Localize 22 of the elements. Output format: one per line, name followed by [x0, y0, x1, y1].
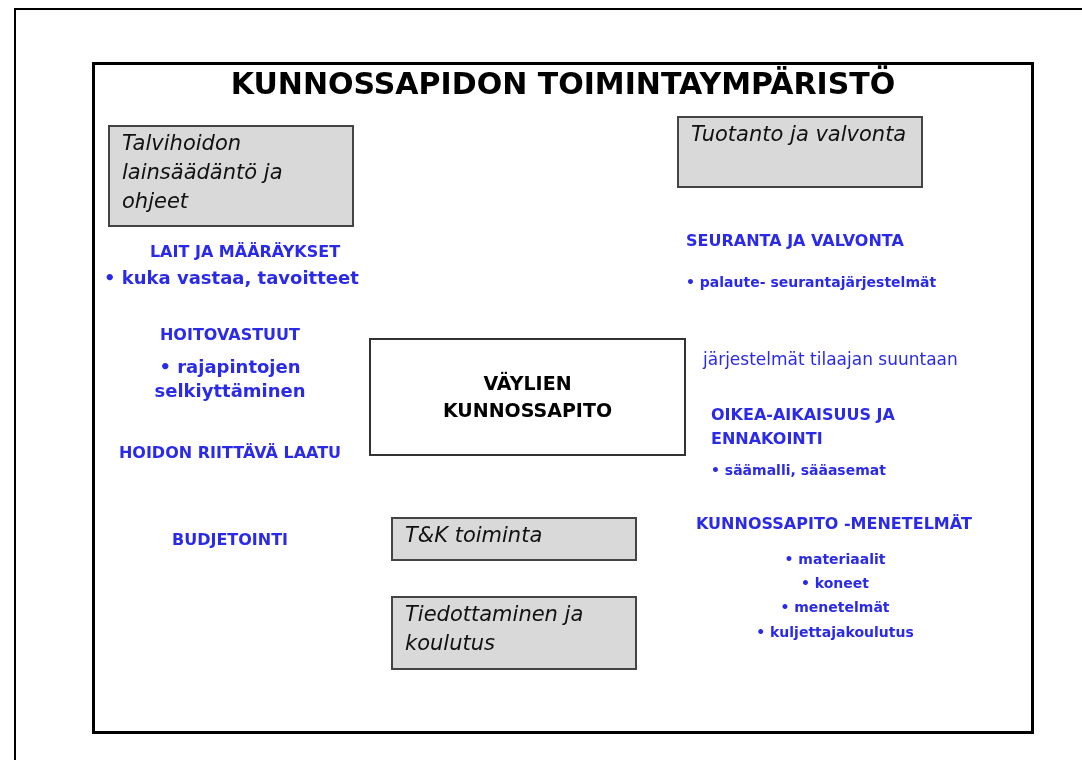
central-box: VÄYLIEN KUNNOSSAPITO: [369, 338, 686, 456]
topic-text: • säämalli, sääasemat: [711, 461, 887, 480]
topic-text: • menetelmät: [779, 598, 891, 617]
topic-text: HOIDON RIITTÄVÄ LAATU: [117, 442, 343, 464]
topic-text: HOITOVASTUUT: [158, 324, 301, 346]
topic-text: SEURANTA JA VALVONTA: [686, 230, 905, 252]
topic-box: T&K toiminta: [391, 517, 637, 561]
topic-box: Tuotanto ja valvonta: [677, 116, 923, 188]
topic-text: KUNNOSSAPITO -MENETELMÄT: [696, 513, 973, 535]
topic-text: LAIT JA MÄÄRÄYKSET: [148, 241, 342, 263]
topic-text: • materiaalit: [783, 550, 887, 569]
topic-text: BUDJETOINTI: [170, 529, 290, 551]
topic-text: • kuljettajakoulutus: [755, 623, 915, 642]
topic-text: • rajapintojen selkiyttäminen: [153, 355, 307, 403]
topic-box: Talvihoidon lainsäädäntö ja ohjeet: [108, 125, 354, 227]
topic-text: • kuka vastaa, tavoitteet: [104, 266, 360, 290]
topic-text: OIKEA-AIKAISUUS JA ENNAKOINTI: [711, 404, 896, 450]
topic-text: järjestelmät tilaajan suuntaan: [703, 348, 959, 371]
diagram-title: KUNNOSSAPIDON TOIMINTAYMPÄRISTÖ: [229, 66, 897, 101]
topic-text: • koneet: [800, 574, 870, 593]
topic-box: Tiedottaminen ja koulutus: [391, 596, 637, 670]
topic-text: • palaute- seurantajärjestelmät: [686, 273, 938, 292]
